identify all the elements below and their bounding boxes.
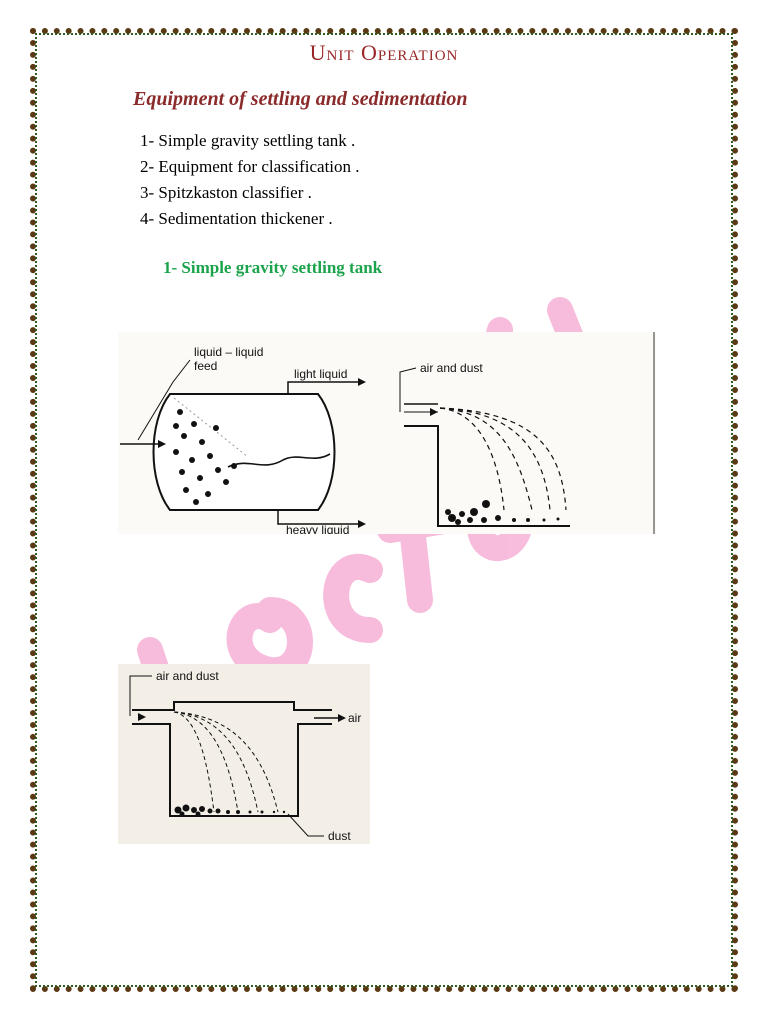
dust-label: dust [328,829,351,843]
air-dust-inlet-label: air and dust [420,361,483,375]
settling-tank-diagram: liquid – liquid feed light liquid heavy … [120,332,655,534]
list-item: 2- Equipment for classification . [140,157,360,176]
chamber-inlet-label: air and dust [156,669,219,683]
page-title: Unit Operation [309,40,459,65]
settling-tank-figure: liquid – liquid feed light liquid heavy … [118,332,656,534]
page-border-inner [35,33,733,987]
chamber-outlet-label: air [348,711,361,725]
section-heading: Equipment of settling and sedimentation [133,88,468,110]
light-liquid-label: light liquid [294,367,347,381]
dust-chamber-figure: air and dust air dust [118,664,370,844]
dust-chamber-diagram: air and dust air dust [129,669,361,843]
list-item: 1- Simple gravity settling tank . [140,131,356,150]
list-item: 4- Sedimentation thickener . [140,209,333,228]
list-item: 3- Spitzkaston classifier . [140,183,312,202]
page-border [30,28,738,992]
heavy-liquid-label: heavy liquid [286,523,349,534]
equipment-list: 1- Simple gravity settling tank . 2- Equ… [140,128,360,232]
feed-label-line1: liquid – liquid [194,345,263,359]
feed-label-line2: feed [194,359,217,373]
subsection-heading: 1- Simple gravity settling tank [163,258,383,277]
